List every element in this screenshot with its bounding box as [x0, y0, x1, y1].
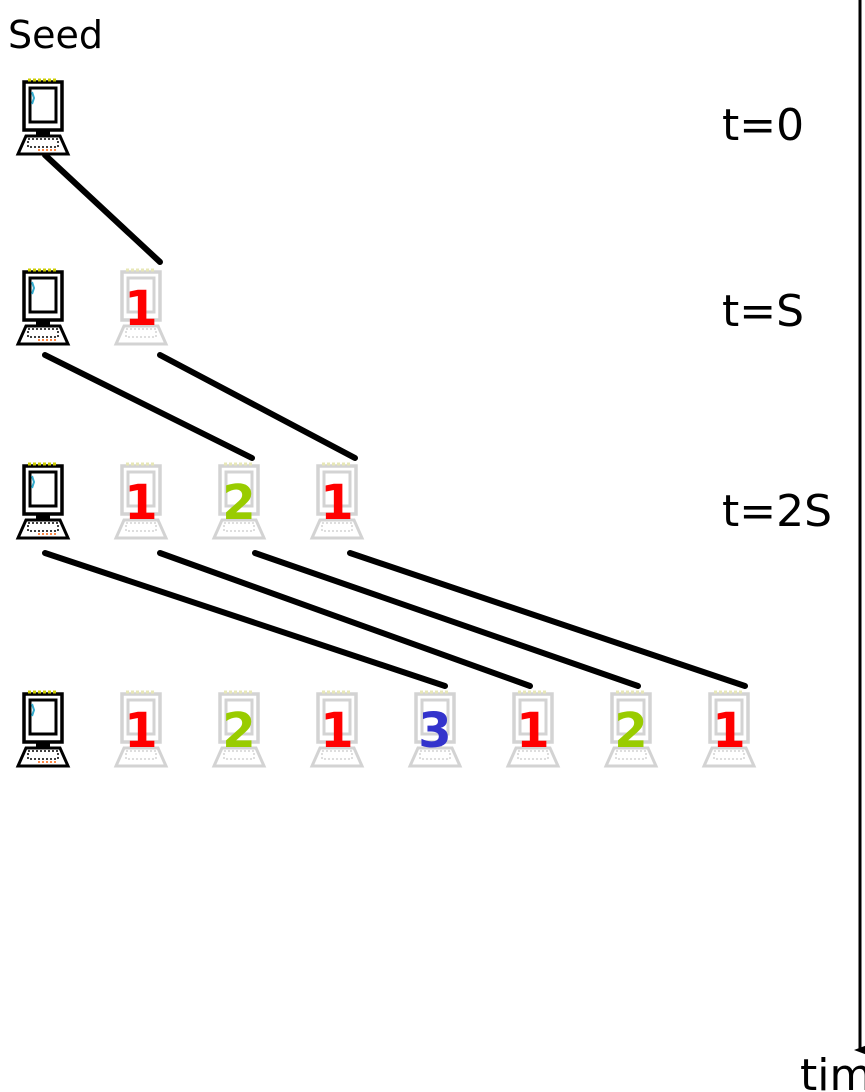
transfer-line	[252, 550, 641, 689]
transfer-line	[42, 352, 255, 461]
seed-computer-icon	[16, 690, 70, 768]
peer-row-0	[16, 78, 70, 156]
round-number: 3	[418, 703, 451, 759]
transfer-lines	[42, 152, 748, 689]
transfer-line	[157, 550, 533, 689]
round-number: 1	[712, 703, 745, 759]
peer-row-3: 1 2 1 3 1 2 1	[16, 690, 756, 768]
peer-row-1: 1	[16, 268, 168, 346]
seed-computer-icon	[16, 462, 70, 540]
peer-rows: 1 1 2 1 1 2 1 3 1 2 1	[16, 78, 756, 768]
round-number: 1	[124, 281, 157, 337]
round-number: 1	[516, 703, 549, 759]
round-number: 1	[320, 703, 353, 759]
transfer-line	[347, 550, 748, 689]
peer-row-2: 1 2 1	[16, 462, 364, 540]
transfer-line	[42, 152, 163, 265]
time-axis-label: time	[800, 1050, 865, 1092]
time-label-row-0: t=0	[722, 100, 804, 151]
round-number: 2	[222, 475, 255, 531]
round-number: 1	[320, 475, 353, 531]
time-label-row-2: t=2S	[722, 486, 832, 537]
seed-computer-icon	[16, 268, 70, 346]
seed-computer-icon	[16, 78, 70, 156]
round-number: 1	[124, 703, 157, 759]
round-number: 2	[222, 703, 255, 759]
round-number: 2	[614, 703, 647, 759]
round-number: 1	[124, 475, 157, 531]
seed-label: Seed	[8, 13, 103, 57]
transfer-line	[157, 352, 358, 461]
transfer-line	[42, 550, 448, 689]
time-label-row-1: t=S	[722, 286, 804, 337]
